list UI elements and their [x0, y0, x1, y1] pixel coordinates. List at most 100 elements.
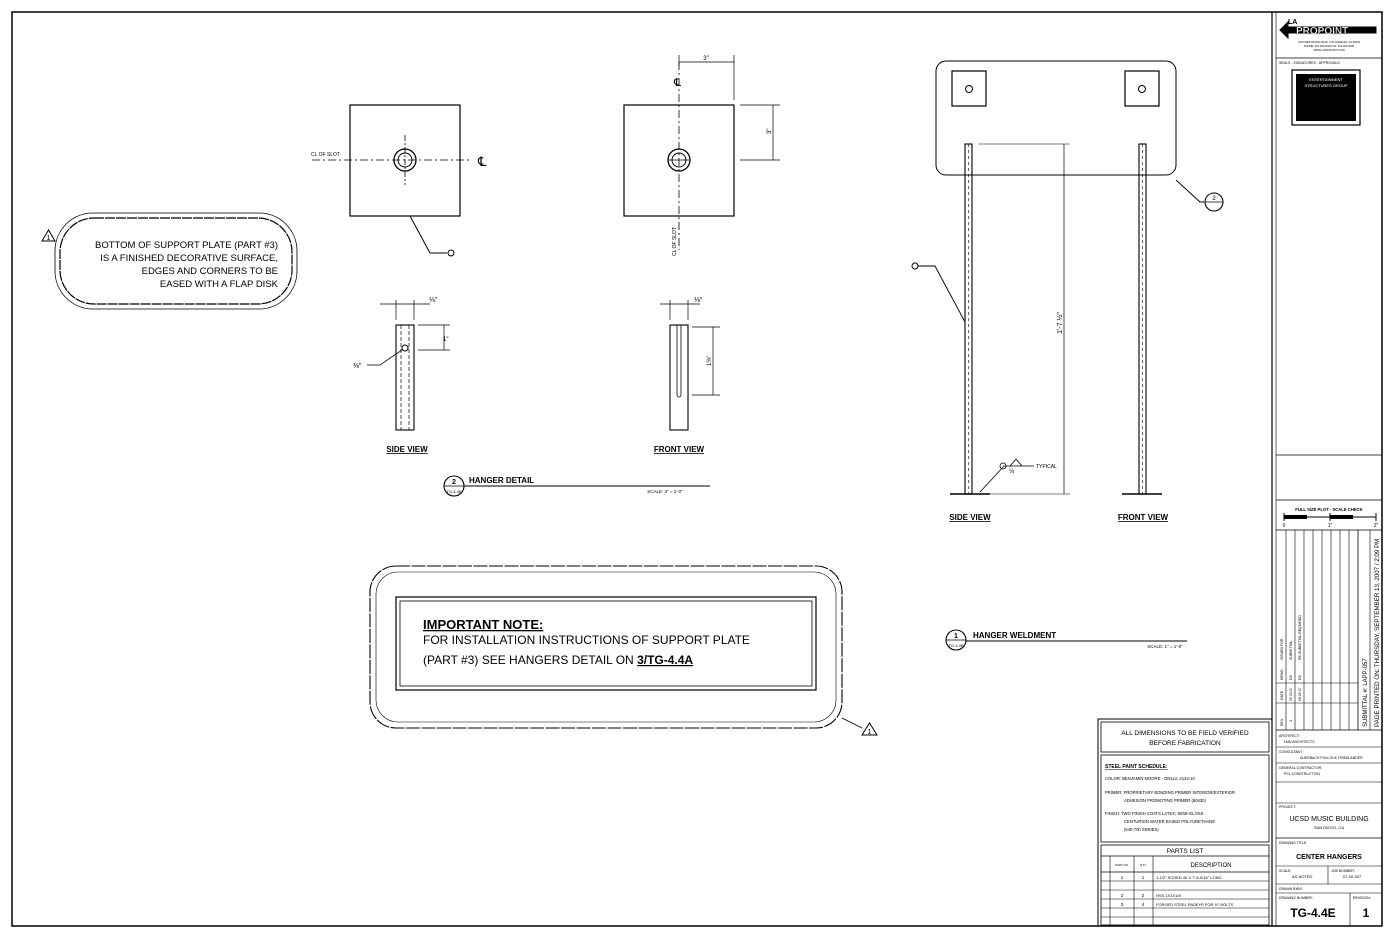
important-note: IMPORTANT NOTE: FOR INSTALLATION INSTRUC…: [369, 565, 878, 736]
hanger-detail-scale: SCALE: 3" = 1'-0": [647, 489, 683, 494]
parts-row-desc: HSS 1X1X1/8: [1156, 893, 1181, 898]
parts-header-part: PART NO.: [1115, 863, 1129, 867]
logo-address: 3170 WESTWOOD BLVD. LOS ANGELES, CA 9003…: [1298, 40, 1360, 44]
project-name: UCSD MUSIC BUILDING: [1289, 816, 1368, 823]
dim-side-dia: ⅜": [353, 363, 362, 370]
dim-side-hole: 1": [443, 337, 448, 343]
consultant: AUERBACH POLLOCK FRIEDLANDER: [1300, 756, 1363, 760]
architect: LMN ARCHITECTS: [1284, 740, 1315, 744]
revision-triangle-icon: 1: [841, 717, 878, 736]
dim-top-height: 3": [767, 129, 773, 134]
logo-main: PROPOINT: [1296, 26, 1348, 37]
dim-front-thk: ⅛": [694, 297, 703, 304]
drawn-label: DRAWN BY:: [1279, 887, 1299, 891]
revision-label: REVISION:: [1353, 896, 1371, 900]
detail-callout-sheet: TG-4.4E: [446, 489, 461, 494]
drawing-number-label: DRAWING NUMBER:: [1279, 896, 1313, 900]
issue-col-date: DATE: [1280, 690, 1284, 700]
paint-schedule-title: STEEL PAINT SCHEDULE:: [1105, 764, 1168, 770]
issue-for: RE-SUBMITTAL REQUIRED: [1298, 615, 1302, 660]
cl-slot-label-vertical: CL OF SLOT: [672, 227, 678, 256]
weldment-scale: SCALE: 1" = 1'-0": [1147, 644, 1183, 649]
important-note-heading: IMPORTANT NOTE:: [423, 617, 543, 632]
drawn-value: DS: [1297, 887, 1303, 891]
paint-primer: PRIMER: PROPRIETARY BONDING PRIMER INTER…: [1105, 790, 1235, 795]
parts-row-part: 3: [1121, 902, 1124, 907]
parts-row-part: 2: [1121, 893, 1124, 898]
parts-row-qty: 1: [1142, 875, 1145, 880]
sheet-border: [11, 11, 1383, 927]
issue-rev: 1: [1288, 719, 1293, 722]
hanger-detail-text: CL OF SLOT ℄ ℄ CL OF SLOT 3" 3" ⅛" 1" ⅜"…: [311, 56, 773, 494]
architect-label: ARCHITECT:: [1279, 734, 1300, 738]
weldment-callout-number: 1: [954, 633, 958, 640]
weldment-weld-size: ⅛: [1009, 469, 1015, 475]
stamp-text: STRUCTURES GROUP: [1304, 83, 1347, 88]
engineer-stamp: [1291, 69, 1361, 126]
weldment-callout-sheet: TG-4.4E: [948, 643, 963, 648]
paint-finish: (540-700 SERIES): [1124, 827, 1159, 832]
plot-scale-tick: 1": [1328, 523, 1333, 529]
hanger-detail-title: HANGER DETAIL: [469, 476, 534, 485]
svg-text:1: 1: [868, 729, 872, 736]
weldment-front-view-label: FRONT VIEW: [1118, 513, 1169, 522]
issue-col-rev: REV: [1280, 718, 1284, 726]
paint-color: COLOR: BENJAMIN MOORE - ON112, 2133-10: [1105, 776, 1195, 781]
issue-col-drwn: DRWN: [1280, 669, 1284, 680]
field-verify-line: ALL DIMENSIONS TO BE FIELD VERIFIED: [1121, 730, 1249, 737]
front-view-label: FRONT VIEW: [654, 445, 705, 454]
svg-text:1: 1: [47, 235, 51, 242]
centerline-symbol: ℄: [477, 154, 487, 169]
title-block-text: LA PROPOINT 3170 WESTWOOD BLVD. LOS ANGE…: [1279, 19, 1381, 920]
hanger-detail: [312, 55, 780, 497]
issue-date: 09.24.07: [1289, 687, 1293, 701]
submittal-number: SUBMITTAL #: LAPP-057: [1363, 658, 1369, 727]
hanger-weldment-text: 1'-7 ½" ⅛ TYPICAL 2 SIDE VIEW FRONT VIEW…: [948, 196, 1216, 649]
revision-triangle-icon: 1: [41, 229, 56, 242]
stamp-text: ENTERTAINMENT: [1309, 77, 1343, 82]
paint-finish: CENTURION WATER BASED POLYURETHANE: [1124, 819, 1215, 824]
issue-drwn: DS: [1298, 674, 1302, 680]
job-value: 07-00-007: [1343, 874, 1362, 879]
revision-value: 1: [1363, 906, 1370, 920]
plot-scale-title: FULL SIZE PLOT - SCALE CHECK: [1295, 507, 1362, 512]
weldment-top-plate: [935, 60, 1177, 176]
cloud-note-line: IS A FINISHED DECORATIVE SURFACE,: [100, 253, 278, 264]
plot-scale-tick: 0: [1283, 523, 1286, 529]
drawing-title-label: DRAWING TITLE:: [1279, 841, 1307, 845]
project-label: PROJECT:: [1279, 805, 1296, 809]
drawing-title: CENTER HANGERS: [1296, 854, 1362, 861]
parts-header-qty: QTY: [1140, 863, 1146, 867]
important-note-line2: (PART #3) SEE HANGERS DETAIL ON 3/TG-4.4…: [423, 653, 693, 667]
cl-slot-label: CL OF SLOT: [311, 152, 340, 158]
issue-date: 08.20.07: [1298, 687, 1302, 701]
issue-for: SUBMITTAL: [1289, 641, 1293, 660]
parts-row-desc: 1-1/2" SCHED 40 X 7'-6-9/16" LONG: [1156, 875, 1222, 880]
cloud-note-line: EASED WITH A FLAP DISK: [160, 279, 279, 290]
dim-front-slot: 1⅜": [707, 356, 713, 366]
hanger-side-view: [395, 324, 415, 431]
parts-list-title: PARTS LIST: [1167, 848, 1204, 855]
field-verify-line: BEFORE FABRICATION: [1149, 740, 1221, 747]
parts-row-desc: FORGED STEEL PADEYE FOR ⅜" BOLTS: [1156, 902, 1233, 907]
drawing-number: TG-4.4E: [1290, 906, 1335, 920]
notes-box-text: ALL DIMENSIONS TO BE FIELD VERIFIED BEFO…: [1105, 730, 1249, 907]
hanger-front-view: [669, 324, 689, 431]
page-printed-on: PAGE PRINTED ON: THURSDAY, SEPTEMBER 13,…: [1374, 539, 1381, 727]
issue-drwn: DS: [1289, 674, 1293, 680]
weldment-side-view-label: SIDE VIEW: [949, 513, 991, 522]
job-label: JOB NUMBER:: [1331, 869, 1355, 873]
scale-label: SCALE:: [1279, 869, 1291, 873]
dim-side-thk: ⅛": [429, 297, 438, 304]
parts-row-qty: 4: [1142, 902, 1145, 907]
logo-small: LA: [1288, 19, 1297, 26]
paint-finish: FINISH: TWO FINISH COATS LATEX; SEMI-GLO…: [1105, 811, 1204, 816]
plot-scale-tick: 2": [1374, 523, 1379, 529]
cloud-note-line: BOTTOM OF SUPPORT PLATE (PART #3): [95, 240, 278, 251]
side-view-label: SIDE VIEW: [386, 445, 428, 454]
weldment-callout-part-2: 2: [1212, 196, 1216, 202]
paint-primer: ADHESION PROMOTING PRIMER (60430): [1124, 798, 1207, 803]
project-city: SAN DIEGO, CA: [1314, 825, 1344, 830]
title-block: [1271, 12, 1382, 926]
cloud-note: 1 BOTTOM OF SUPPORT PLATE (PART #3) IS A…: [41, 212, 298, 310]
